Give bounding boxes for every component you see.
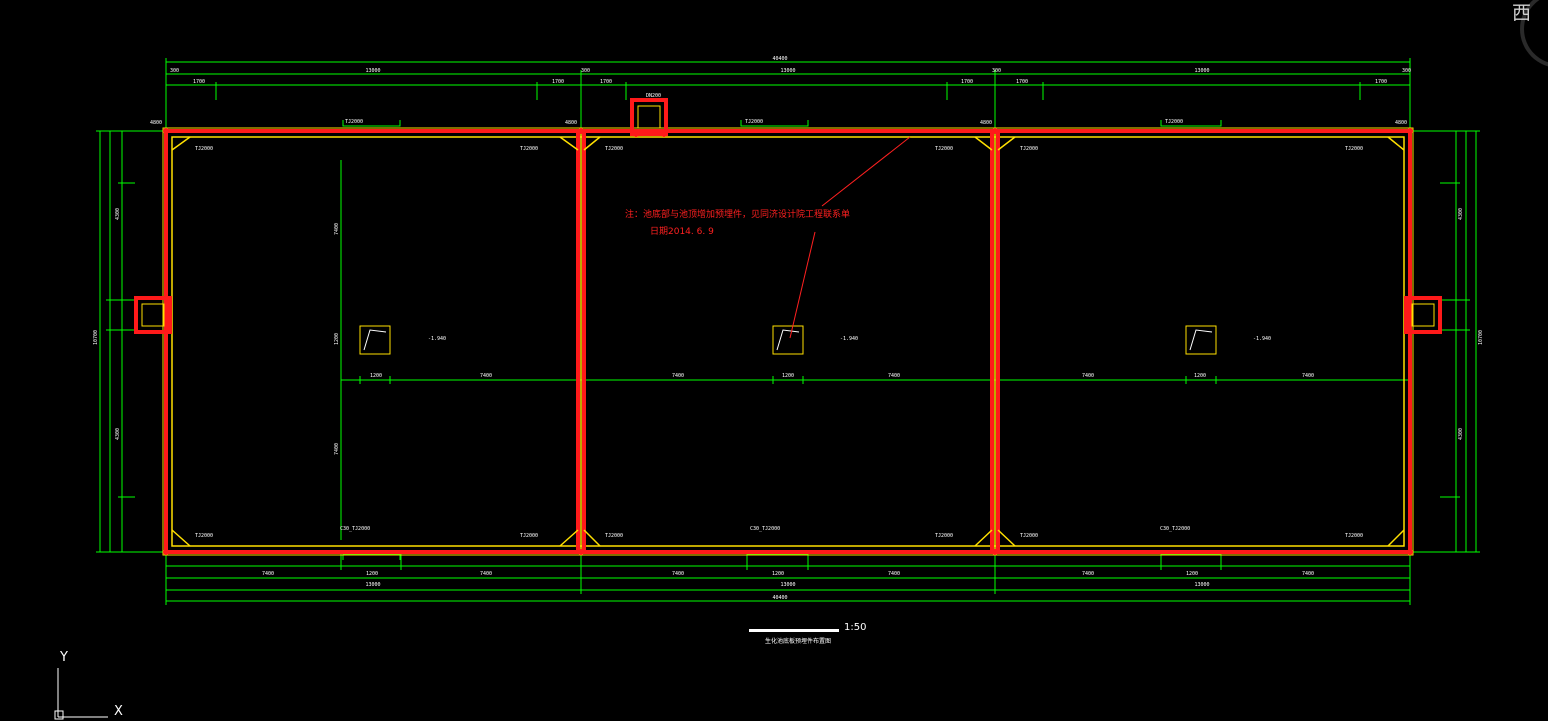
scale-ratio: 1:50 (844, 622, 866, 633)
dim-int-span-1: 7400 (480, 373, 492, 379)
view-cube-west-label[interactable]: 西 (1512, 2, 1532, 24)
dim-mid-1: 1200 (366, 571, 378, 577)
dim-span-3: 7400 (672, 571, 684, 577)
embed-label: TJ2000 (520, 146, 538, 152)
wall-nodes (163, 128, 1413, 555)
dim-int-span-5: 7400 (1302, 373, 1314, 379)
tank-walls (134, 98, 1442, 556)
dim-span-2: 7400 (480, 571, 492, 577)
scale-caption: 生化池底板预埋件布置图 (765, 637, 831, 645)
dim-vert-span-1: 7400 (334, 223, 340, 235)
node-label: 4800 (565, 120, 577, 126)
node-label: 4800 (1395, 120, 1407, 126)
embed-label: TJ2000 (1165, 119, 1183, 125)
dim-edge-6: 1700 (1375, 79, 1387, 85)
dim-bay-b2: 13000 (780, 582, 795, 588)
dim-int-span-4: 7400 (1082, 373, 1094, 379)
dim-left-half: 4300 (115, 208, 121, 220)
embed-label: TJ2000 (605, 146, 623, 152)
dim-wall-4: 300 (1402, 68, 1411, 74)
dim-int-span-3: 7400 (888, 373, 900, 379)
dim-int-mid-1: 1200 (370, 373, 382, 379)
embed-label: TJ2000 (1345, 146, 1363, 152)
pipe-label: DN200 (646, 93, 661, 99)
dim-span-1: 7400 (262, 571, 274, 577)
dim-bay-2: 13000 (780, 68, 795, 74)
dim-edge-5: 1700 (1016, 79, 1028, 85)
note-leaders (789, 136, 911, 339)
dim-edge-2: 1700 (552, 79, 564, 85)
embed-label: TJ2000 (1020, 146, 1038, 152)
dim-right-half: 4300 (1458, 208, 1464, 220)
dim-overall-bottom: 40400 (772, 595, 787, 601)
embed-label: TJ2000 (195, 146, 213, 152)
dim-edge-3: 1700 (600, 79, 612, 85)
dim-int-mid-3: 1200 (1194, 373, 1206, 379)
embed-label-c30: C30_TJ2000 (1160, 526, 1190, 532)
dim-wall-1: 300 (170, 68, 179, 74)
dim-bay-b1: 13000 (365, 582, 380, 588)
scale-bar: 1:50 生化池底板预埋件布置图 (749, 622, 866, 645)
dim-edge-1: 1700 (193, 79, 205, 85)
dim-span-5: 7400 (1082, 571, 1094, 577)
dim-int-span-2: 7400 (672, 373, 684, 379)
note-line-1: 注：池底部与池顶增加预埋件，见同济设计院工程联系单 (625, 208, 850, 220)
embed-label: TJ2000 (520, 533, 538, 539)
node-label: 4800 (980, 120, 992, 126)
dim-mid-2: 1200 (772, 571, 784, 577)
level-label: -1.940 (428, 336, 446, 342)
level-label: -1.940 (840, 336, 858, 342)
embed-label-c30: C30_TJ2000 (340, 526, 370, 532)
embed-label: TJ2000 (1345, 533, 1363, 539)
embed-label: TJ2000 (1020, 533, 1038, 539)
dimension-lines (96, 58, 1480, 605)
embed-label: TJ2000 (745, 119, 763, 125)
dim-bay-1: 13000 (365, 68, 380, 74)
embed-label: TJ2000 (195, 533, 213, 539)
dim-right-total: 10700 (1478, 330, 1484, 345)
dim-overall-top: 40400 (772, 56, 787, 62)
node-label: 4800 (150, 120, 162, 126)
dim-edge-4: 1700 (961, 79, 973, 85)
embed-label: TJ2000 (935, 146, 953, 152)
embed-label: TJ2000 (345, 119, 363, 125)
ucs-icon: Y X (54, 650, 123, 720)
dim-mid-3: 1200 (1186, 571, 1198, 577)
embed-label: TJ2000 (935, 533, 953, 539)
embed-label-c30: C30_TJ2000 (750, 526, 780, 532)
dim-left-total: 10700 (93, 330, 99, 345)
level-label: -1.940 (1253, 336, 1271, 342)
dim-wall-3: 300 (992, 68, 1001, 74)
note-line-2: 日期2014. 6. 9 (650, 226, 714, 237)
dim-vert-span-2: 7400 (334, 443, 340, 455)
dim-vert-mid: 1200 (334, 333, 340, 345)
ucs-y-label: Y (59, 650, 68, 665)
dim-right-half-2: 4300 (1458, 428, 1464, 440)
dim-bay-3: 13000 (1194, 68, 1209, 74)
dim-span-4: 7400 (888, 571, 900, 577)
dim-span-6: 7400 (1302, 571, 1314, 577)
embed-label: TJ2000 (605, 533, 623, 539)
dim-bay-b3: 13000 (1194, 582, 1209, 588)
dim-left-half-2: 4300 (115, 428, 121, 440)
ucs-x-label: X (114, 704, 123, 719)
dim-wall-2: 300 (581, 68, 590, 74)
dim-int-mid-2: 1200 (782, 373, 794, 379)
